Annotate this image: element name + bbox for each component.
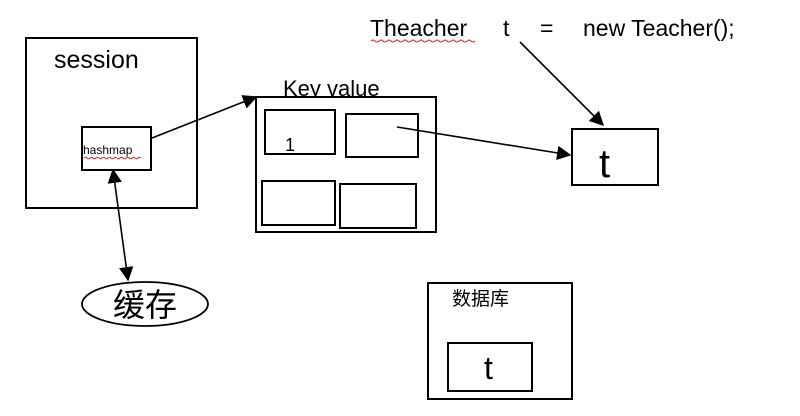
key-cell-1-value: 1 <box>285 135 295 155</box>
key-cell-1 <box>264 109 336 155</box>
hashmap-spellcheck-underline <box>83 156 142 160</box>
database-label: 数据库 <box>452 288 509 310</box>
arrow-hashmap-cache <box>107 168 134 282</box>
spellcheck-underline <box>370 39 476 43</box>
teacher-object-box <box>571 128 659 186</box>
cache-label: 缓存 <box>113 287 177 323</box>
code-word-assign: = <box>540 15 553 41</box>
hashmap-label: hashmap <box>83 143 133 157</box>
database-object-label: t <box>484 350 493 386</box>
arrow-hashmap-to-keyvalue <box>151 95 258 139</box>
value-cell-2 <box>339 183 417 229</box>
value-cell-1 <box>345 113 419 158</box>
arrow-value-to-teacher <box>396 126 572 161</box>
arrow-code-to-teacher <box>519 41 605 127</box>
teacher-object-label: t <box>599 142 610 186</box>
session-label: session <box>54 46 139 74</box>
hashmap-box <box>81 126 152 171</box>
key-cell-2 <box>261 180 336 226</box>
cache-ellipse <box>81 281 209 327</box>
code-word-var: t <box>503 15 510 41</box>
code-word-type: Theacher <box>370 15 468 41</box>
code-word-new: new Teacher(); <box>583 15 735 41</box>
database-object-box <box>447 342 533 392</box>
